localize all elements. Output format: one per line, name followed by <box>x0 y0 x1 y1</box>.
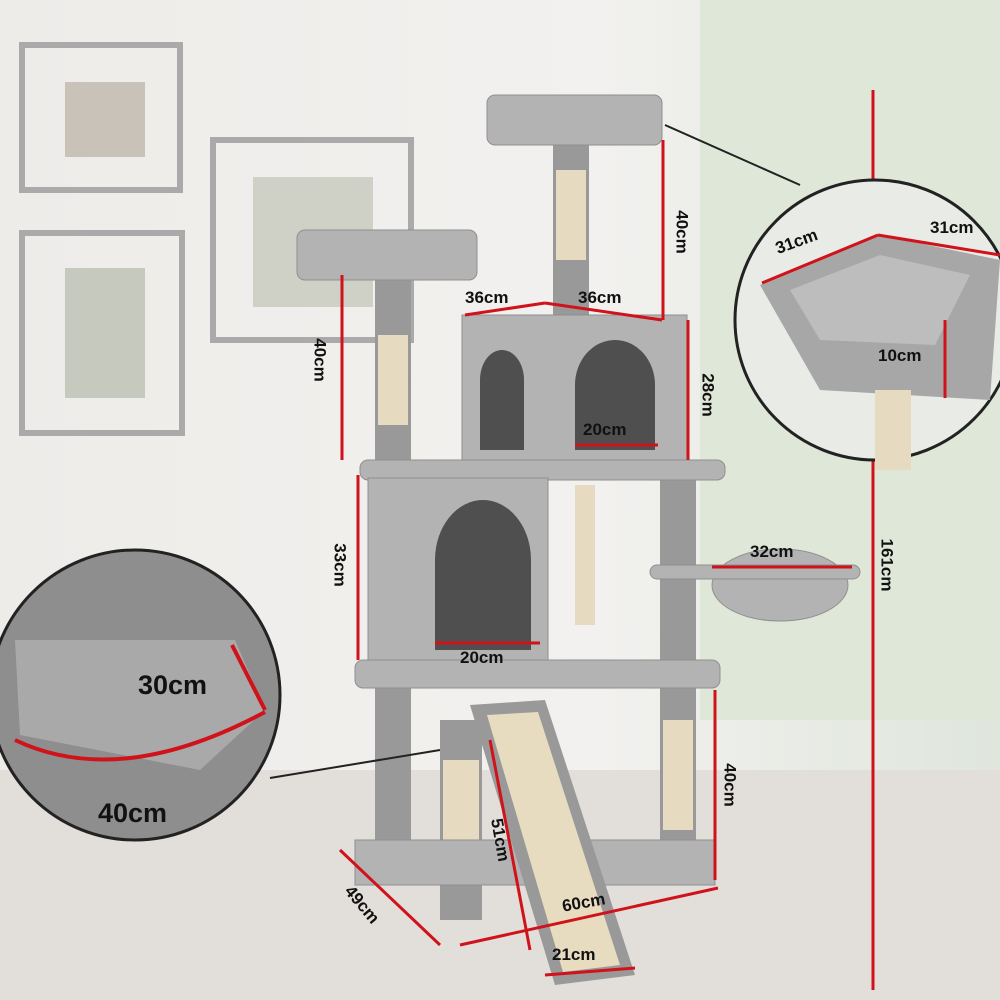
measure-lines <box>338 90 875 990</box>
top-box-height-label: 28cm <box>698 373 718 417</box>
bottom-post-height-label: 40cm <box>720 763 740 807</box>
picture-frame <box>19 230 185 436</box>
basket-diameter-label: 32cm <box>750 542 794 561</box>
total-height-label: 161cm <box>877 538 897 592</box>
picture-frame <box>19 42 183 193</box>
perch-rim-label: 10cm <box>878 346 922 365</box>
ramp-width-label: 21cm <box>552 945 596 964</box>
left-post-height-label: 40cm <box>310 338 330 382</box>
hammock-length-label: 40cm <box>98 798 168 828</box>
top-box-door-label: 20cm <box>583 420 627 439</box>
perch-depth-label: 31cm <box>930 218 974 237</box>
top-box-width-right-label: 36cm <box>578 288 622 307</box>
top-box-width-left-label: 36cm <box>465 288 509 307</box>
hammock-width-label: 30cm <box>138 670 208 700</box>
top-post-height-label: 40cm <box>672 210 692 254</box>
middle-box-door-label: 20cm <box>460 648 504 667</box>
middle-box-height-label: 33cm <box>330 543 350 587</box>
